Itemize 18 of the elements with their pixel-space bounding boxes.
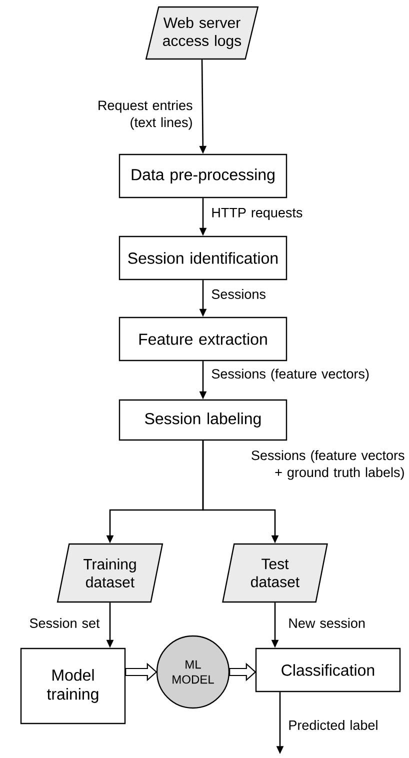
edge-label: Request entries (text lines)	[98, 100, 192, 130]
process-box: Classification	[255, 648, 401, 692]
edge-label: Predicted label	[289, 720, 378, 730]
process-box: Data pre-processing	[118, 154, 288, 198]
edge-label: Sessions (feature vectors + ground truth labels)	[252, 450, 404, 480]
process-box: Session labeling	[118, 399, 288, 441]
process-box: Feature extraction	[118, 316, 288, 362]
process-box: Model training	[20, 648, 126, 724]
data-parallelogram: Training dataset	[56, 543, 164, 603]
edge-label: Sessions (feature vectors)	[212, 368, 369, 382]
process-box: Session identification	[118, 236, 288, 280]
edge-label: Sessions	[212, 289, 266, 299]
edge-label: Session set	[30, 618, 100, 628]
edge-label: HTTP requests	[212, 208, 302, 220]
double-arrow	[125, 662, 158, 682]
data-parallelogram: Test dataset	[222, 543, 328, 603]
edge-label: New session	[289, 618, 365, 628]
double-arrow	[229, 662, 256, 682]
